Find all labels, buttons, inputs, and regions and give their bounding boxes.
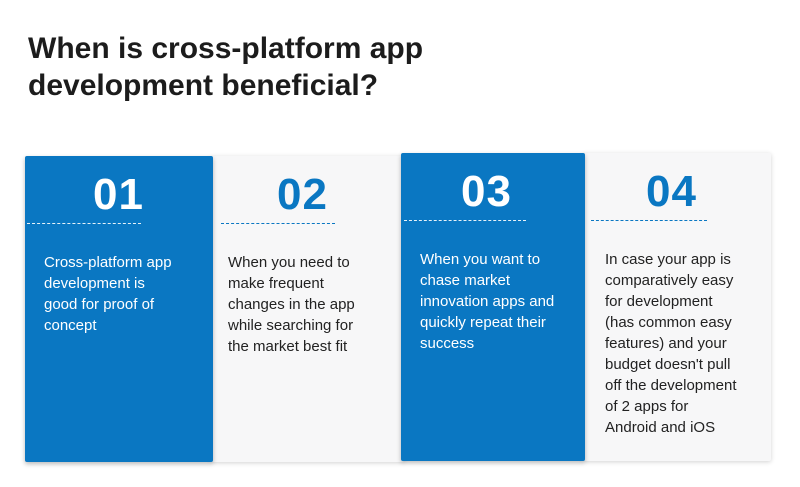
- card-text-line: chase market: [420, 272, 511, 289]
- card-number: 04: [646, 167, 697, 216]
- card-text-line: When you need to: [228, 254, 350, 271]
- dashed-divider: [221, 223, 335, 224]
- card-text-line: When you want to: [420, 251, 541, 268]
- card-text-line: comparatively easy: [605, 272, 734, 289]
- card-description: When you want to chase market innovation…: [420, 249, 554, 354]
- card-text-line: off the development: [605, 377, 737, 394]
- card-text-line: (has common easy: [605, 314, 732, 331]
- card-text-line: concept: [44, 317, 97, 334]
- dashed-divider: [27, 223, 141, 224]
- card-text-line: Android and iOS: [605, 419, 716, 436]
- card-text-line: budget doesn't pull: [605, 356, 731, 373]
- card-number: 02: [277, 170, 328, 219]
- card-text-line: quickly repeat their: [420, 314, 546, 331]
- card-02: 02 When you need to make frequent change…: [211, 156, 404, 462]
- card-description: Cross-platform app development is good f…: [44, 252, 172, 336]
- card-description: In case your app is comparatively easy f…: [605, 249, 736, 438]
- card-03: 03 When you want to chase market innovat…: [401, 153, 585, 461]
- card-number: 03: [461, 167, 512, 216]
- dashed-divider: [404, 220, 526, 221]
- card-text-line: innovation apps and: [420, 293, 555, 310]
- card-text-line: features) and your: [605, 335, 727, 352]
- card-number: 01: [93, 170, 144, 219]
- card-text-line: success: [420, 335, 475, 352]
- title-line-1: When is cross-platform app: [28, 32, 424, 65]
- title-line-2: development beneficial?: [28, 69, 379, 102]
- card-text-line: of 2 apps for: [605, 398, 689, 415]
- page-title: When is cross-platform app development b…: [28, 30, 648, 104]
- card-text-line: changes in the app: [228, 296, 355, 313]
- card-04: 04 In case your app is comparatively eas…: [583, 153, 771, 461]
- card-text-line: In case your app is: [605, 251, 731, 268]
- dashed-divider: [591, 220, 707, 221]
- card-description: When you need to make frequent changes i…: [228, 252, 355, 357]
- card-text-line: development is: [44, 275, 145, 292]
- card-text-line: the market best fit: [228, 338, 348, 355]
- card-text-line: good for proof of: [44, 296, 155, 313]
- card-text-line: make frequent: [228, 275, 324, 292]
- card-text-line: for development: [605, 293, 713, 310]
- card-text-line: Cross-platform app: [44, 254, 172, 271]
- card-text-line: while searching for: [228, 317, 354, 334]
- card-01: 01 Cross-platform app development is goo…: [25, 156, 213, 462]
